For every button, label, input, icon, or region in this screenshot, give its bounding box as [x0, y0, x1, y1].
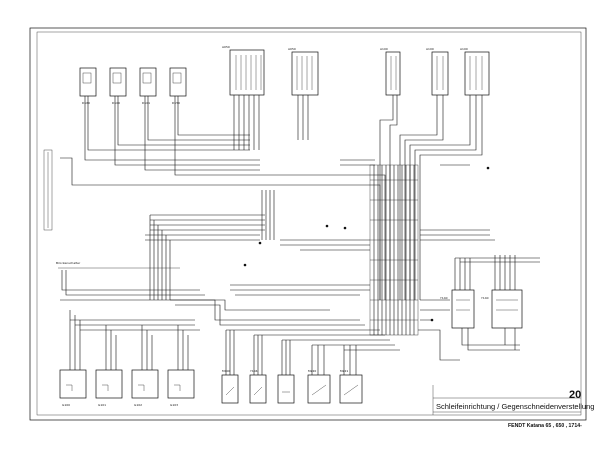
- sheet-border-outer: [29, 27, 587, 421]
- sensor-label: D100: [112, 101, 120, 105]
- module-label: A050: [222, 45, 230, 49]
- footer-model: FENDT Katana 65 , 650 , 1714-: [508, 423, 582, 429]
- module-box: [464, 51, 490, 96]
- module-label: A050: [288, 47, 296, 51]
- sensor-label: D160: [82, 101, 90, 105]
- unit-label: M220: [308, 369, 316, 373]
- unit-box: [277, 374, 295, 404]
- unit-box: [167, 369, 195, 399]
- module-label: A100: [426, 47, 434, 51]
- module-label: A100: [380, 47, 388, 51]
- sensor-box: [109, 67, 127, 97]
- module-box: [385, 51, 401, 96]
- unit-box: [221, 374, 239, 404]
- sheet-border-inner: [36, 31, 582, 416]
- module-box: [291, 51, 319, 96]
- bottom-actuators: [221, 374, 363, 404]
- module-box: [431, 51, 449, 96]
- sensor-box: [169, 67, 187, 97]
- unit-label: M100: [222, 369, 230, 373]
- valve-label: Y140: [440, 296, 448, 300]
- module-label: A100: [460, 47, 468, 51]
- valve-label: Y140: [481, 296, 489, 300]
- top-sensors: [79, 67, 187, 97]
- valve-box: [451, 289, 475, 329]
- right-valves: [451, 289, 523, 329]
- unit-label: G103: [170, 403, 178, 407]
- sensor-label: D150: [172, 101, 180, 105]
- unit-label: Y104: [250, 369, 258, 373]
- sensor-label: D101: [142, 101, 150, 105]
- center-terminal-block: [369, 164, 419, 336]
- sheet-title: Schleifeinrichtung / Gegenschneidenverst…: [436, 402, 595, 411]
- unit-box: [59, 369, 87, 399]
- module-box: [229, 49, 265, 96]
- left-terminal-block: [58, 214, 365, 326]
- sensor-box: [139, 67, 157, 97]
- unit-label: M221: [340, 369, 348, 373]
- top-modules: [229, 49, 490, 96]
- unit-box: [131, 369, 159, 399]
- left-legend-strip: [43, 149, 53, 231]
- unit-label: G100: [62, 403, 70, 407]
- unit-box: [249, 374, 267, 404]
- bridge-switch-label: Brückenschalter: [56, 261, 81, 265]
- unit-box: [339, 374, 363, 404]
- bottom-sensors: [59, 369, 195, 399]
- sensor-box: [79, 67, 97, 97]
- unit-box: [95, 369, 123, 399]
- unit-label: G101: [98, 403, 106, 407]
- sheet-number: 20: [569, 389, 582, 401]
- unit-label: G102: [134, 403, 142, 407]
- unit-box: [307, 374, 331, 404]
- valve-box: [491, 289, 523, 329]
